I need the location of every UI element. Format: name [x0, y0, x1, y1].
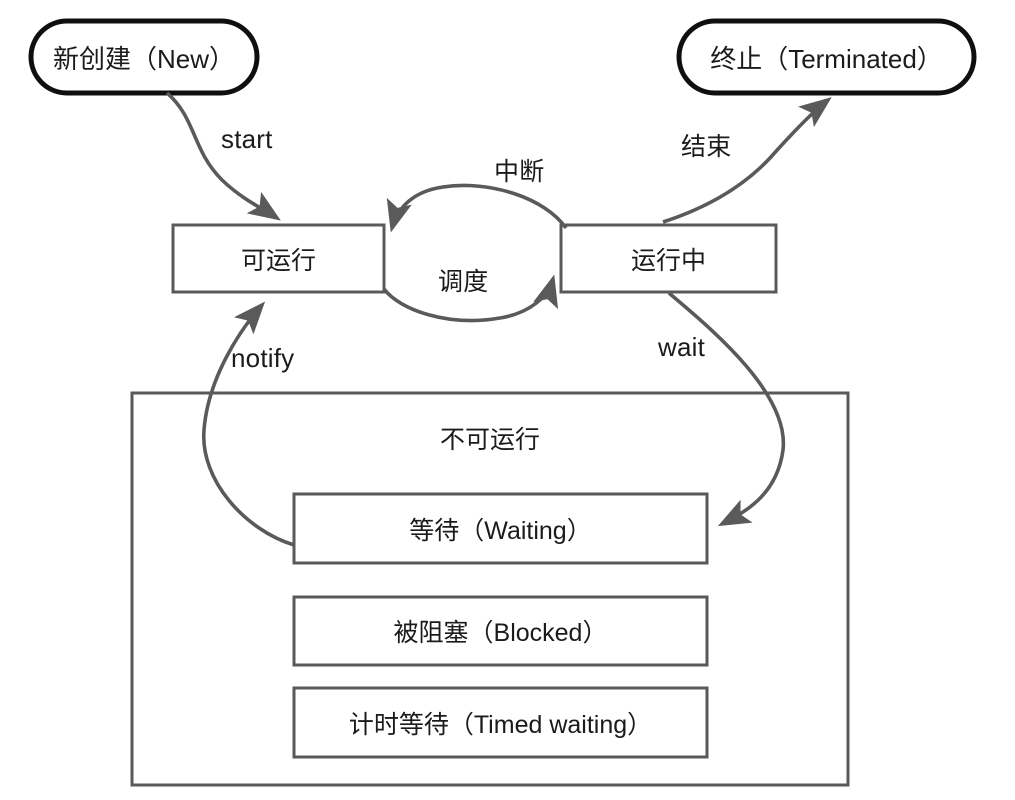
node-new-shape[interactable] — [28, 18, 260, 96]
edge-interrupt-path — [386, 183, 568, 233]
edge-label-interrupt: 中断 — [494, 158, 545, 186]
node-runnable-shape[interactable] — [171, 223, 386, 294]
node-terminated-shape[interactable] — [676, 18, 977, 96]
node-waiting-shape[interactable] — [292, 492, 709, 565]
node-blocked-shape[interactable] — [292, 595, 709, 667]
edge-label-schedule: 调度 — [438, 268, 489, 296]
edge-label-wait: wait — [658, 332, 706, 362]
edge-wait-path — [667, 291, 785, 527]
edge-label-finish: 结束 — [681, 133, 732, 161]
edge-notify-path — [202, 301, 295, 547]
edge-finish-path — [662, 97, 832, 224]
edge-schedule-path — [382, 274, 559, 323]
edge-label-start: start — [221, 124, 273, 154]
node-timed-waiting-shape[interactable] — [292, 686, 709, 759]
edge-start-path — [165, 91, 281, 221]
node-running-shape[interactable] — [559, 223, 778, 294]
edge-label-notify: notify — [231, 343, 295, 373]
